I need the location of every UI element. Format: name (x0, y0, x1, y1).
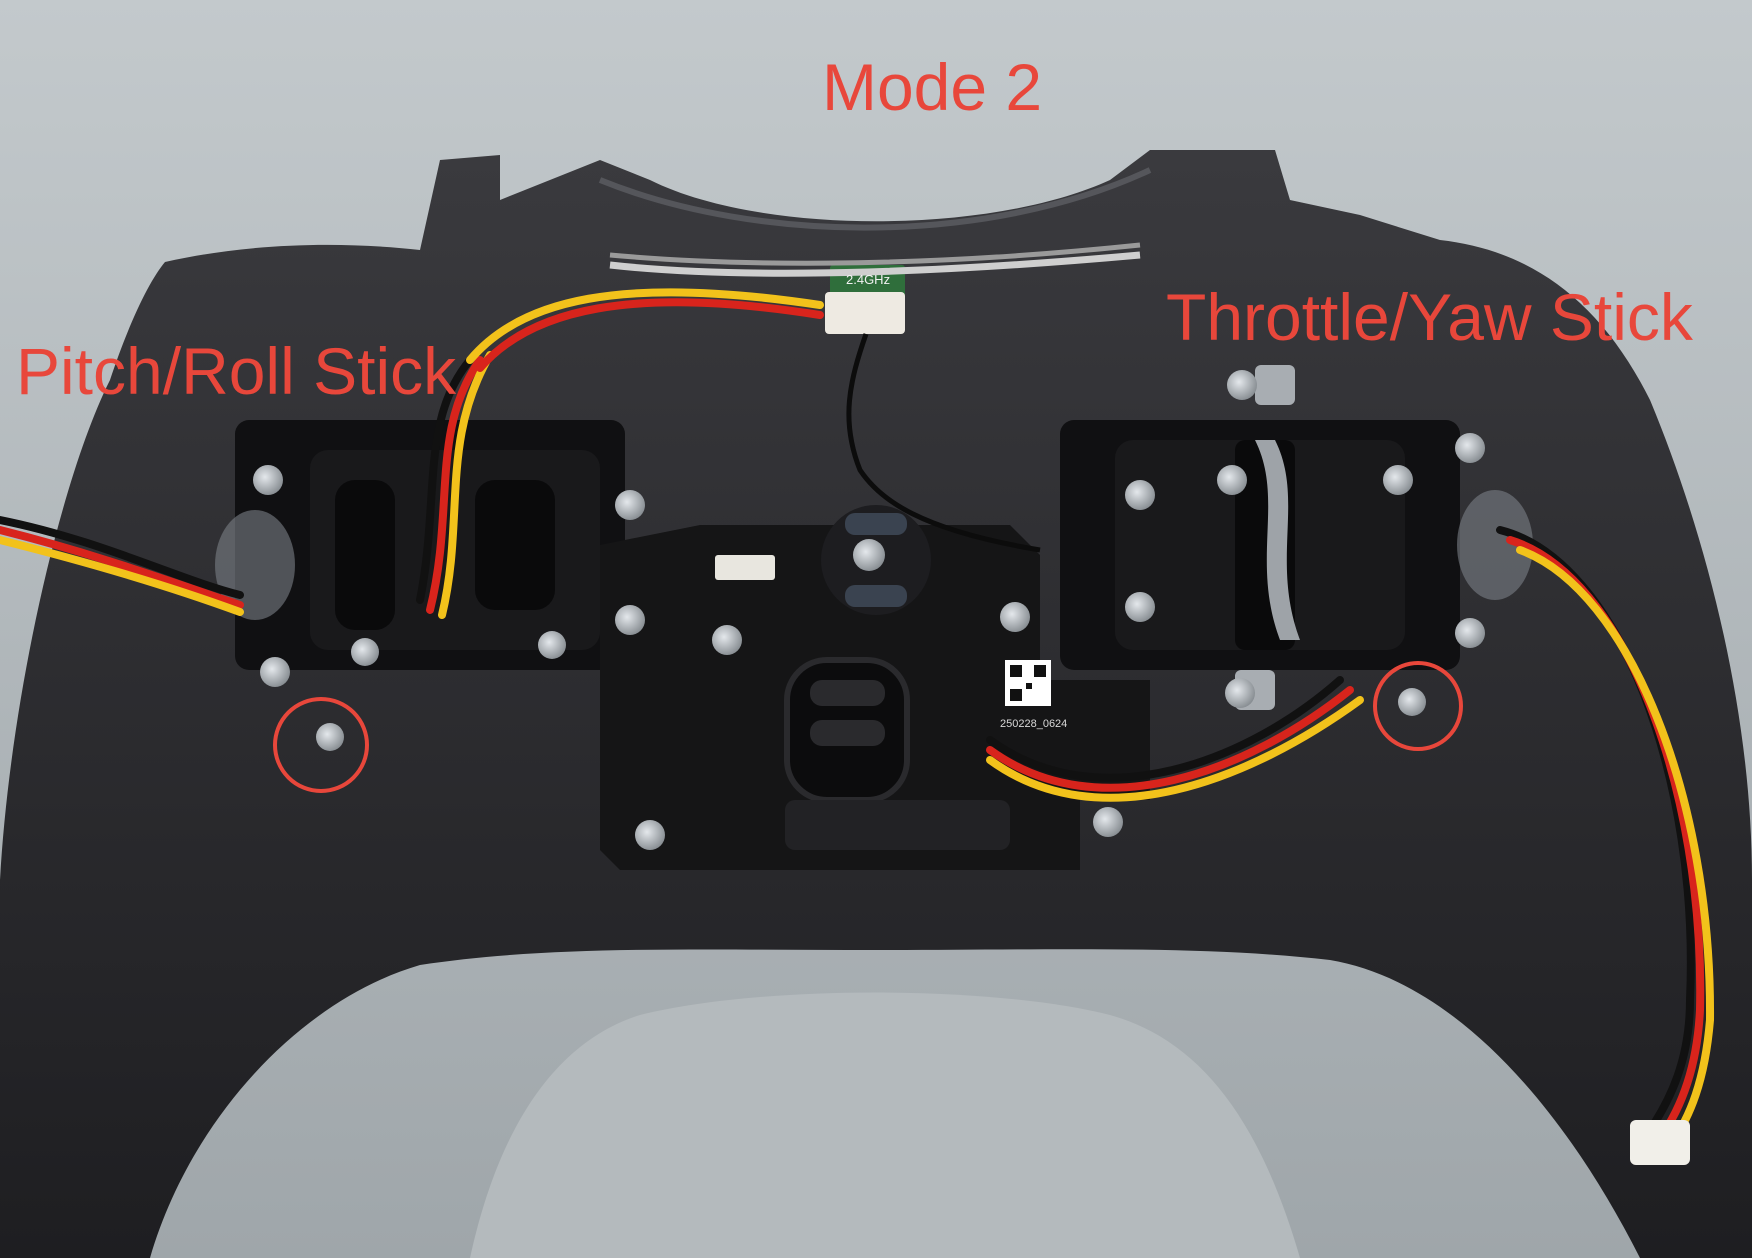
antenna-module-marking: 2.4GHz (846, 272, 890, 287)
pitch-roll-stick-label: Pitch/Roll Stick (16, 334, 457, 408)
mode-label: Mode 2 (822, 50, 1043, 124)
antenna-wire (609, 251, 1141, 277)
highlighted-screw-left (273, 697, 369, 793)
left-wire-bundle (0, 288, 824, 619)
board-code-marking: 250228_0624 (1000, 718, 1067, 730)
grip-cutout (470, 992, 1300, 1258)
screws (253, 370, 1485, 850)
highlighted-screw-right (1373, 661, 1463, 751)
right-wire-bundle (986, 526, 1715, 1165)
right-gimbal (1060, 365, 1533, 710)
top-rim (598, 167, 1152, 231)
antenna-wire-2 (609, 242, 1141, 266)
left-gimbal (215, 420, 625, 670)
throttle-yaw-stick-label: Throttle/Yaw Stick (1166, 280, 1693, 354)
